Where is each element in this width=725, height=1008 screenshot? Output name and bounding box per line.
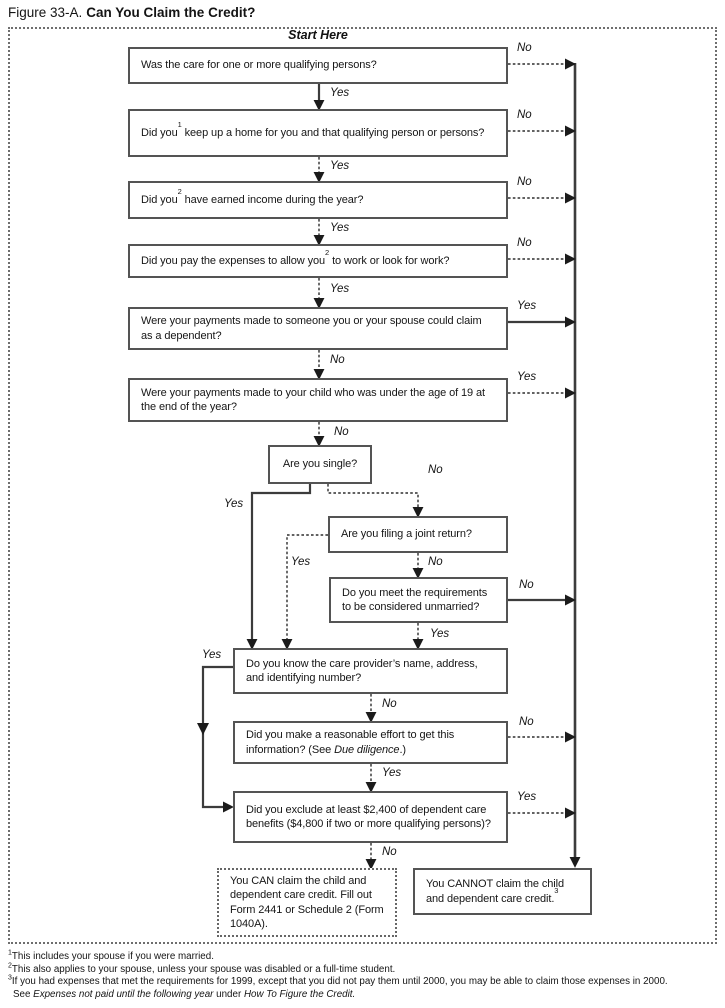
edge-label-unmarried-no: No: [519, 579, 534, 591]
edge-label-effort-yes: Yes: [382, 767, 402, 779]
decision-are-you-single: Are you single?: [268, 445, 372, 484]
edge-label-joint-yes: Yes: [291, 556, 311, 568]
edge-label-q6-no: No: [334, 426, 349, 438]
decision-are-you-single-text: Are you single?: [282, 458, 358, 471]
edge-label-provider-yes: Yes: [202, 649, 222, 661]
footnote-1: 1This includes your spouse if you were m…: [8, 949, 720, 964]
footnote-2-text: This also applies to your spouse, unless…: [11, 963, 396, 975]
edge-label-benefits-no: No: [382, 846, 397, 858]
decision-keep-up-home-text: Did you1 keep up a home for you and that…: [141, 121, 485, 140]
q3-pre: Did you: [141, 193, 178, 206]
decision-joint-return: Are you filing a joint return?: [328, 516, 508, 553]
edge-label-q1-yes: Yes: [330, 87, 350, 99]
footnote-2-marker: 2: [8, 962, 12, 970]
edge-label-effort-no: No: [519, 716, 534, 728]
decision-payments-to-child-under-19: Were your payments made to your child wh…: [128, 378, 508, 422]
q4-post: to work or look for work?: [329, 254, 450, 267]
decision-know-care-provider-text: Do you know the care provider’s name, ad…: [246, 657, 478, 684]
decision-earned-income: Did you2 have earned income during the y…: [128, 181, 508, 219]
footnote-3-marker: 3: [8, 974, 12, 982]
decision-payments-to-dependent: Were your payments made to someone you o…: [128, 307, 508, 350]
q2-footnote-marker: 1: [177, 120, 182, 130]
decision-reasonable-effort: Did you make a reasonable effort to get …: [233, 721, 508, 764]
edge-label-q3-yes: Yes: [330, 222, 350, 234]
footnote-1-text: This includes your spouse if you were ma…: [11, 951, 214, 962]
edge-label-q4-yes: Yes: [330, 283, 350, 295]
footnote-4-mid: under: [213, 988, 244, 1000]
decision-considered-unmarried: Do you meet the requirements to be consi…: [329, 577, 508, 623]
effort-due-diligence: Due diligence: [334, 743, 400, 756]
figure-title: Figure 33-A.Can You Claim the Credit?: [8, 5, 255, 20]
flowchart-frame: [8, 27, 717, 944]
result-can-claim: You CAN claim the child and dependent ca…: [217, 868, 397, 937]
edge-label-q3-no: No: [517, 176, 532, 188]
edge-label-q2-yes: Yes: [330, 160, 350, 172]
footnote-3-continued: See Expenses not paid until the followin…: [8, 989, 720, 1002]
edge-label-single-no: No: [428, 464, 443, 476]
edge-label-q6-yes: Yes: [517, 371, 537, 383]
footnotes: 1This includes your spouse if you were m…: [8, 949, 720, 1002]
start-here-label: Start Here: [288, 28, 348, 42]
edge-label-benefits-yes: Yes: [517, 791, 537, 803]
cannot-pre: You CANNOT claim the child and dependent…: [426, 878, 565, 905]
decision-exclude-benefits: Did you exclude at least $2,400 of depen…: [233, 791, 508, 843]
edge-label-single-yes: Yes: [224, 498, 244, 510]
footnote-2: 2This also applies to your spouse, unles…: [8, 962, 720, 977]
footnote-3: 3If you had expenses that met the requir…: [8, 974, 720, 989]
q3-post: have earned income during the year?: [181, 193, 364, 206]
q4-pre: Did you pay the expenses to allow you: [141, 254, 326, 267]
q2-pre: Did you: [141, 126, 178, 139]
footnote-3-text: If you had expenses that met the require…: [11, 976, 668, 988]
figure-label: Figure 33-A.: [8, 5, 83, 20]
cannot-footnote-marker: 3: [554, 885, 559, 895]
edge-label-joint-no: No: [428, 556, 443, 568]
result-cannot-claim: You CANNOT claim the child and dependent…: [413, 868, 592, 915]
q3-footnote-marker: 2: [177, 187, 182, 197]
decision-considered-unmarried-text: Do you meet the requirements to be consi…: [342, 586, 488, 613]
effort-pre: Did you make a reasonable effort to get …: [246, 729, 455, 756]
decision-payments-to-dependent-text: Were your payments made to someone you o…: [141, 315, 482, 342]
footnote-4-pre: See: [13, 988, 34, 1000]
edge-label-q2-no: No: [517, 109, 532, 121]
edge-label-q1-no: No: [517, 42, 532, 54]
q4-footnote-marker: 2: [325, 248, 330, 258]
edge-label-provider-no: No: [382, 698, 397, 710]
footnote-4-italic-2: How To Figure the Credit.: [243, 988, 356, 1000]
result-cannot-claim-text: You CANNOT claim the child and dependent…: [426, 877, 579, 905]
decision-payments-to-child-text: Were your payments made to your child wh…: [141, 386, 485, 413]
decision-know-care-provider: Do you know the care provider’s name, ad…: [233, 648, 508, 694]
edge-label-q5-no: No: [330, 354, 345, 366]
footnote-1-marker: 1: [8, 949, 12, 957]
edge-label-q4-no: No: [517, 237, 532, 249]
decision-reasonable-effort-text: Did you make a reasonable effort to get …: [246, 728, 495, 756]
decision-pay-expenses-text: Did you pay the expenses to allow you2 t…: [141, 249, 450, 268]
decision-keep-up-home: Did you1 keep up a home for you and that…: [128, 109, 508, 157]
decision-earned-income-text: Did you2 have earned income during the y…: [141, 188, 364, 207]
decision-qualifying-persons-text: Was the care for one or more qualifying …: [141, 59, 377, 72]
decision-joint-return-text: Are you filing a joint return?: [341, 528, 472, 541]
decision-qualifying-persons: Was the care for one or more qualifying …: [128, 47, 508, 84]
edge-label-q5-yes: Yes: [517, 300, 537, 312]
effort-post: .): [399, 743, 406, 756]
figure-heading: Can You Claim the Credit?: [86, 5, 256, 20]
q2-post: keep up a home for you and that qualifyi…: [181, 126, 485, 139]
result-can-claim-text: You CAN claim the child and dependent ca…: [230, 875, 384, 930]
footnote-4-italic-1: Expenses not paid until the following ye…: [33, 988, 214, 1000]
decision-exclude-benefits-text: Did you exclude at least $2,400 of depen…: [246, 803, 491, 830]
edge-label-unmarried-yes: Yes: [430, 628, 450, 640]
decision-pay-expenses-to-work: Did you pay the expenses to allow you2 t…: [128, 244, 508, 278]
